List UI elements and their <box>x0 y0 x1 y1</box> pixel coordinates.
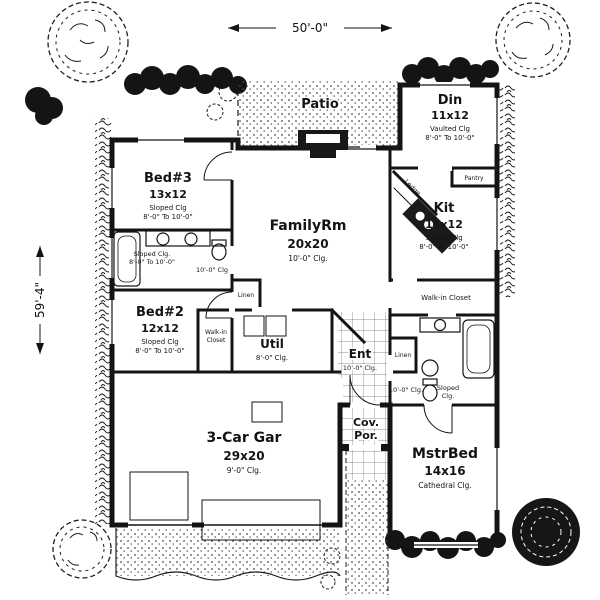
arrow-left-icon <box>228 24 239 32</box>
label-walkin-right: Walk-in Closet <box>421 294 471 302</box>
label-covpor-2: Por. <box>354 429 378 442</box>
label-covpor-1: Cov. <box>353 416 379 429</box>
garage-items <box>129 401 321 541</box>
tree-top-left-icon <box>47 1 129 83</box>
shrub-row-top <box>124 65 247 95</box>
sink <box>156 232 170 246</box>
room-labels: Patio Din 11x12 Vaulted Clg 8'-0" To 10'… <box>129 93 484 490</box>
label-bed3-clg1: Sloped Clg <box>149 204 186 212</box>
label-mstr-size: 14x16 <box>424 464 465 478</box>
label-din-clg1: Vaulted Clg <box>430 125 470 133</box>
tree-top-right-icon <box>495 2 571 78</box>
label-mbath-clg2: Clg. <box>442 392 455 400</box>
site-landscaping <box>25 1 580 590</box>
label-garage-size: 29x20 <box>223 449 264 463</box>
sink <box>421 359 439 377</box>
hedge-right <box>499 85 515 297</box>
label-bed2-clg2: 8'-0" To 10'-0" <box>135 347 184 355</box>
driveway-edge <box>115 528 341 581</box>
label-bed2-name: Bed#2 <box>136 305 184 320</box>
label-bath-clg1: Sloped Clg. <box>134 250 171 258</box>
bed3-door <box>203 151 233 181</box>
label-linen-left: Linen <box>238 292 255 299</box>
arrow-right-icon <box>381 24 392 32</box>
dimension-height: 59'-4" <box>33 246 47 354</box>
label-mbath-clg1: Sloped <box>437 384 459 392</box>
label-kit-size: 14x12 <box>425 218 463 231</box>
bed2-door <box>205 291 233 319</box>
label-kit-name: Kit <box>434 201 455 216</box>
label-family-size: 20x20 <box>287 237 328 251</box>
dimension-width: 50'-0" <box>228 21 392 35</box>
entry-tile <box>338 312 390 405</box>
utility-appliances <box>243 315 287 337</box>
label-ledge: Ledge <box>403 178 423 198</box>
sink <box>184 232 198 246</box>
washer <box>243 315 265 337</box>
label-walkin-left-1: Walk-in <box>205 329 227 336</box>
label-util-name: Util <box>260 337 284 351</box>
fireplace <box>298 130 348 158</box>
label-walkin-left-2: Closet <box>207 337 226 344</box>
sink <box>433 318 447 332</box>
porch-tile <box>342 407 388 445</box>
dimension-height-label: 59'-4" <box>33 282 47 318</box>
label-bed2-size: 12x12 <box>141 322 179 335</box>
toilet <box>422 384 438 402</box>
label-din-clg2: 8'-0" To 10'-0" <box>425 134 474 142</box>
label-din-name: Din <box>438 93 463 108</box>
label-pantry: Pantry <box>464 175 484 182</box>
hedge-left <box>95 118 112 524</box>
bathtub <box>462 319 495 379</box>
label-kit-clg2: 8'-0" To 10'-0" <box>419 243 468 251</box>
tree-bottom-left-icon <box>52 519 112 579</box>
label-family-name: FamilyRm <box>270 218 347 234</box>
dimension-width-label: 50'-0" <box>292 21 328 35</box>
label-ent-clg1: 10'-0" Clg. <box>343 364 377 372</box>
label-patio: Patio <box>301 97 339 112</box>
label-kit-clg1: Sloped Clg <box>425 234 462 242</box>
arrow-down-icon <box>36 343 44 354</box>
label-mbath-clg3: 10'-0" Clg. <box>389 386 423 394</box>
label-mstr-name: MstrBed <box>412 446 478 462</box>
label-bed2-clg1: Sloped Clg <box>141 338 178 346</box>
hall-bath-fixtures <box>113 230 227 287</box>
door-swings <box>203 151 453 434</box>
label-bath-clg3: 10'-0" Clg <box>196 266 228 274</box>
porch-posts <box>342 444 388 451</box>
dryer <box>265 315 287 337</box>
label-bed3-size: 13x12 <box>149 188 187 201</box>
driveway-paving <box>116 528 340 576</box>
label-family-clg1: 10'-0" Clg. <box>288 254 327 263</box>
walkway-paving <box>346 480 388 595</box>
label-din-size: 11x12 <box>431 109 469 122</box>
label-garage-name: 3-Car Gar <box>207 430 282 446</box>
label-linen-right: Linen <box>395 352 412 359</box>
arrow-up-icon <box>36 246 44 257</box>
vanity <box>419 317 461 333</box>
front-door <box>349 374 381 406</box>
label-mstr-clg1: Cathedral Clg. <box>418 481 472 490</box>
shrub-row-top-right <box>402 57 499 85</box>
kitchen-island <box>402 198 458 254</box>
label-bed3-clg2: 8'-0" To 10'-0" <box>143 213 192 221</box>
vanity <box>145 230 211 247</box>
windows <box>109 82 500 548</box>
walkway-tile <box>346 450 388 480</box>
label-garage-clg1: 9'-0" Clg. <box>227 466 262 475</box>
master-bed-door <box>423 404 453 434</box>
shrubs-top-left-corner <box>25 87 63 125</box>
shrubs-patio-edge <box>206 82 238 121</box>
label-util-clg1: 8'-0" Clg. <box>256 354 288 362</box>
tree-bottom-right-icon <box>512 498 580 566</box>
toilet <box>211 243 227 261</box>
dimension-annotations: 50'-0" 59'-4" <box>33 21 392 354</box>
label-bed3-name: Bed#3 <box>144 171 192 186</box>
fixtures <box>113 130 495 541</box>
label-bath-clg2: 8'-0" To 10'-0" <box>129 258 175 266</box>
master-bath-fixtures <box>419 317 495 402</box>
bathtub <box>113 231 141 287</box>
label-ent-name: Ent <box>349 347 372 361</box>
